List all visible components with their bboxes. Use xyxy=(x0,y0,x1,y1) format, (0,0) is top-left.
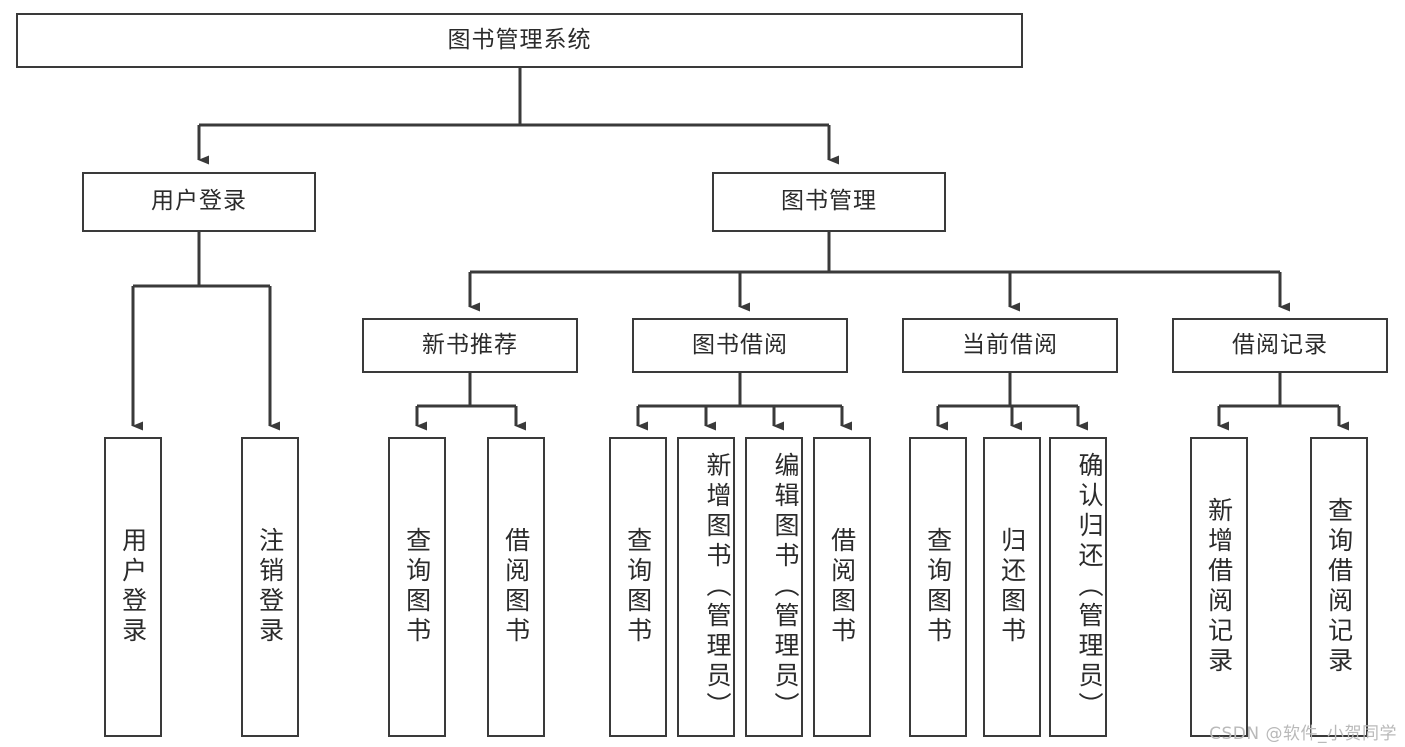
node-leaf-edit-book-admin[interactable]: 编辑图书（管理员） xyxy=(745,437,803,737)
node-label: 新增图书（管理员） xyxy=(703,452,732,722)
node-book-borrow[interactable]: 图书借阅 xyxy=(632,318,848,373)
node-leaf-query-borrow-record[interactable]: 查询借阅记录 xyxy=(1310,437,1368,737)
node-label: 查询图书 xyxy=(402,527,432,647)
node-label: 当前借阅 xyxy=(962,331,1058,358)
node-leaf-confirm-return-admin[interactable]: 确认归还（管理员） xyxy=(1049,437,1107,737)
node-label: 借阅记录 xyxy=(1232,331,1328,358)
node-label: 查询借阅记录 xyxy=(1324,497,1354,677)
node-label: 图书借阅 xyxy=(692,331,788,358)
node-book-manage[interactable]: 图书管理 xyxy=(712,172,946,232)
node-label: 查询图书 xyxy=(923,527,953,647)
node-label: 归还图书 xyxy=(997,527,1027,647)
node-root[interactable]: 图书管理系统 xyxy=(16,13,1023,68)
node-borrow-record[interactable]: 借阅记录 xyxy=(1172,318,1388,373)
node-leaf-borrow-book-1[interactable]: 借阅图书 xyxy=(487,437,545,737)
node-label: 查询图书 xyxy=(623,527,653,647)
watermark: CSDN @软件_小贺同学 xyxy=(1209,724,1397,744)
node-label: 编辑图书（管理员） xyxy=(771,452,800,722)
node-label: 用户登录 xyxy=(151,188,247,215)
node-leaf-user-login[interactable]: 用户登录 xyxy=(104,437,162,737)
node-leaf-add-borrow-record[interactable]: 新增借阅记录 xyxy=(1190,437,1248,737)
node-label: 确认归还（管理员） xyxy=(1075,452,1104,722)
node-label: 借阅图书 xyxy=(827,527,857,647)
node-label: 借阅图书 xyxy=(501,527,531,647)
node-leaf-return-book[interactable]: 归还图书 xyxy=(983,437,1041,737)
node-leaf-query-book-2[interactable]: 查询图书 xyxy=(609,437,667,737)
node-label: 新书推荐 xyxy=(422,331,518,358)
node-current-borrow[interactable]: 当前借阅 xyxy=(902,318,1118,373)
node-label: 图书管理系统 xyxy=(447,26,592,53)
node-leaf-query-book-1[interactable]: 查询图书 xyxy=(388,437,446,737)
node-label: 注销登录 xyxy=(255,527,285,647)
node-leaf-user-logout[interactable]: 注销登录 xyxy=(241,437,299,737)
node-leaf-borrow-book-2[interactable]: 借阅图书 xyxy=(813,437,871,737)
node-new-book-recommend[interactable]: 新书推荐 xyxy=(362,318,578,373)
node-label: 新增借阅记录 xyxy=(1204,497,1234,677)
node-user-login[interactable]: 用户登录 xyxy=(82,172,316,232)
node-label: 图书管理 xyxy=(781,188,877,215)
node-leaf-query-book-3[interactable]: 查询图书 xyxy=(909,437,967,737)
node-label: 用户登录 xyxy=(118,527,148,647)
node-leaf-add-book-admin[interactable]: 新增图书（管理员） xyxy=(677,437,735,737)
